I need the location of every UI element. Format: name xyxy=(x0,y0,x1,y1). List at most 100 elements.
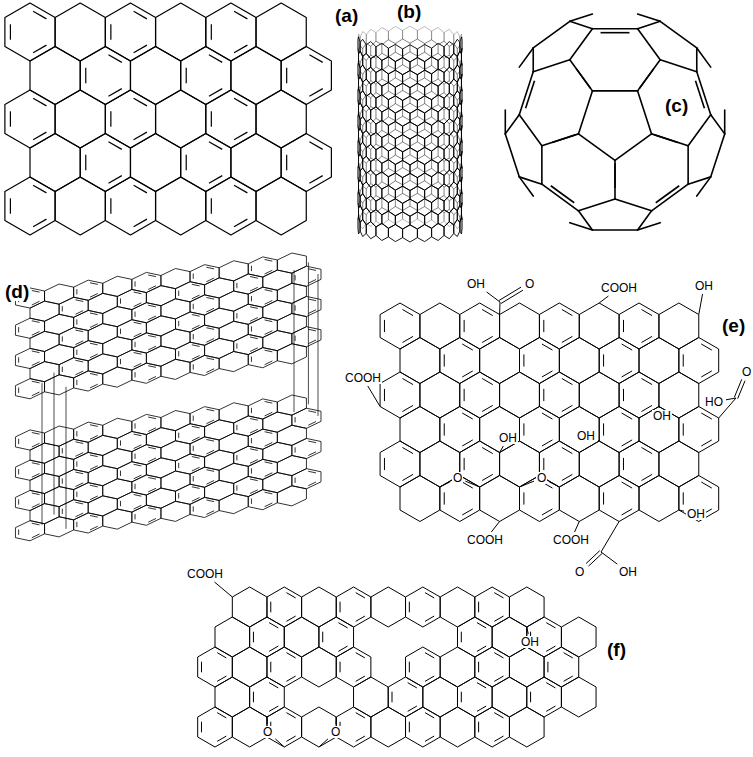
double-bond xyxy=(32,350,40,354)
double-bond xyxy=(308,310,316,314)
double-bond xyxy=(75,441,83,445)
double-bond xyxy=(120,501,121,506)
double-bond xyxy=(148,365,156,369)
double-bond xyxy=(193,476,194,481)
panel-label: (c) xyxy=(664,96,689,115)
carbon-ring xyxy=(256,3,306,61)
double-bond-line xyxy=(501,290,523,303)
double-bond xyxy=(384,389,385,401)
carbon-ring xyxy=(354,677,389,717)
carbon-ring xyxy=(679,338,719,384)
carbon-ring xyxy=(336,587,371,627)
carbon-ring xyxy=(263,410,292,434)
carbon-ring xyxy=(55,3,105,61)
double-bond xyxy=(309,55,322,63)
double-bond xyxy=(18,388,19,393)
interlayer-line xyxy=(42,383,43,525)
carbon-ring xyxy=(205,478,234,502)
double-bond xyxy=(148,476,156,480)
carbon-ring xyxy=(406,587,441,627)
double-bond xyxy=(192,314,200,318)
carbon-ring xyxy=(156,3,206,61)
double-bond xyxy=(148,507,156,511)
double-bond xyxy=(186,155,187,170)
carbon-ring xyxy=(371,707,406,747)
double-bond xyxy=(494,593,503,598)
double-bond xyxy=(32,534,40,538)
double-bond xyxy=(622,344,633,350)
carbon-ring xyxy=(336,647,371,687)
carbon-ring xyxy=(146,314,175,338)
double-bond xyxy=(462,413,473,419)
double-bond xyxy=(211,111,212,126)
carbon-ring xyxy=(15,519,44,543)
double-bond xyxy=(236,425,237,430)
double-bond xyxy=(308,452,316,456)
carbon-bond xyxy=(519,115,542,146)
double-bond xyxy=(62,306,63,311)
carbon-ring xyxy=(30,502,59,526)
double-bond xyxy=(642,309,653,315)
carbon-ring xyxy=(205,448,234,472)
carbon-ring xyxy=(59,498,88,522)
bond-line xyxy=(679,510,684,511)
double-bond xyxy=(562,336,573,342)
double-bond xyxy=(148,376,156,380)
carbon-bond xyxy=(519,48,533,67)
carbon-ring xyxy=(231,134,281,192)
carbon-ring xyxy=(181,134,231,192)
double-bond xyxy=(462,371,473,377)
carbon-bond xyxy=(724,110,726,134)
carbon-ring xyxy=(406,647,441,687)
carbon-ring xyxy=(74,369,103,393)
carbon-ring xyxy=(15,346,44,370)
carbon-ring xyxy=(103,477,132,501)
carbon-bond xyxy=(578,199,615,211)
double-bond xyxy=(18,357,19,362)
double-bond xyxy=(90,526,98,530)
double-bond xyxy=(695,81,704,109)
carbon-ring xyxy=(248,315,277,339)
carbon-ring xyxy=(45,454,74,478)
functional-group: OH xyxy=(652,410,672,422)
carbon-ring xyxy=(103,365,132,389)
carbon-ring xyxy=(59,356,88,380)
carbon-ring xyxy=(579,303,619,349)
double-bond xyxy=(286,68,287,83)
double-bond xyxy=(90,342,98,346)
bond-line xyxy=(465,481,479,487)
carbon-nanotube xyxy=(358,26,462,242)
carbon-ring xyxy=(423,677,458,717)
carbon-ring xyxy=(371,587,406,627)
carbon-ring xyxy=(161,267,190,291)
carbon-ring xyxy=(175,340,204,364)
double-bond xyxy=(108,176,121,184)
double-bond xyxy=(206,469,214,473)
double-bond xyxy=(178,493,179,498)
carbon-ring xyxy=(205,276,234,300)
carbon-ring xyxy=(205,336,234,360)
carbon-ring xyxy=(103,305,132,329)
double-bond xyxy=(90,514,98,518)
double-bond xyxy=(10,198,11,213)
bond-line xyxy=(368,386,380,407)
carbon-ring xyxy=(30,299,59,323)
carbon-ring xyxy=(130,134,180,192)
carbon-ring xyxy=(319,617,354,657)
double-bond xyxy=(250,478,258,482)
carbon-ring xyxy=(360,219,366,236)
carbon-ring xyxy=(432,223,444,240)
functional-group: COOH xyxy=(552,534,590,546)
bond-line xyxy=(527,627,529,634)
carbon-bond xyxy=(533,21,570,48)
carbon-ring xyxy=(520,338,560,384)
carbon-ring xyxy=(74,450,103,474)
double-bond xyxy=(542,509,553,515)
double-bond xyxy=(62,509,63,514)
carbon-bond xyxy=(533,60,570,72)
double-bond xyxy=(409,602,410,613)
double-bond xyxy=(562,474,573,480)
carbon-ring xyxy=(420,372,460,418)
carbon-ring xyxy=(15,458,44,482)
carbon-ring xyxy=(380,303,420,349)
